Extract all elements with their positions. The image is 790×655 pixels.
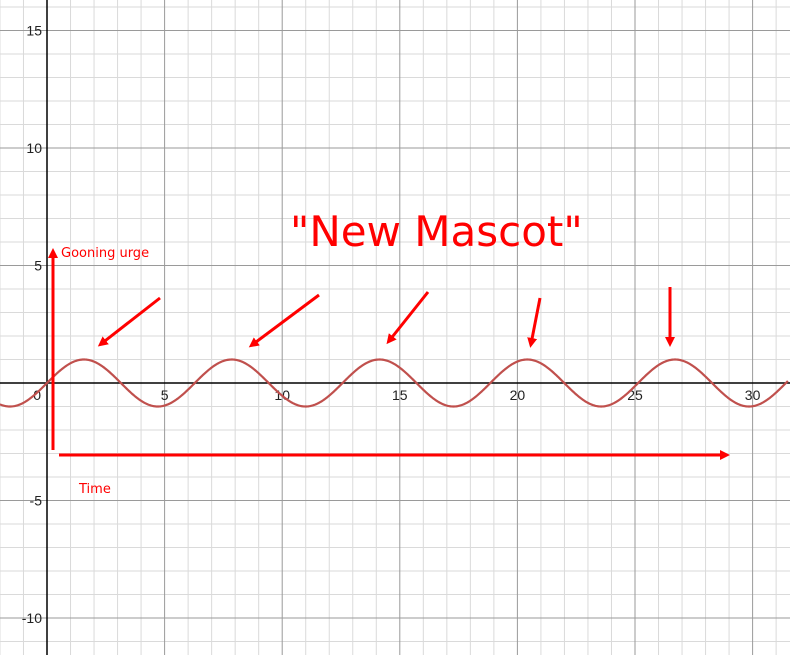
- x-tick-label: 25: [627, 387, 643, 403]
- y-tick-label: -5: [30, 493, 43, 509]
- headline-annotation: "New Mascot": [290, 207, 583, 256]
- y-tick-label: 5: [34, 258, 42, 274]
- annotation-layer: "New Mascot" Gooning urge Time: [48, 207, 730, 497]
- peak-pointer-arrow: [386, 291, 430, 345]
- x-tick-label: 20: [510, 387, 526, 403]
- series-group: [0, 358, 789, 408]
- peak-pointer-arrow: [248, 293, 320, 348]
- y-tick-label: 10: [26, 140, 42, 156]
- x-tick-label: 5: [161, 387, 169, 403]
- y-tick-label: 15: [26, 23, 42, 39]
- y-tick-label: -10: [22, 610, 42, 626]
- sine-series-line: [0, 358, 789, 408]
- origin-tick-label: 0: [33, 387, 41, 403]
- x-tick-label: 15: [392, 387, 408, 403]
- x-tick-label: 30: [745, 387, 761, 403]
- peak-pointer-arrow: [527, 297, 542, 348]
- x-arrow-label: Time: [78, 482, 111, 497]
- y-arrow-label: Gooning urge: [61, 246, 149, 261]
- peak-pointer-arrow: [97, 296, 161, 347]
